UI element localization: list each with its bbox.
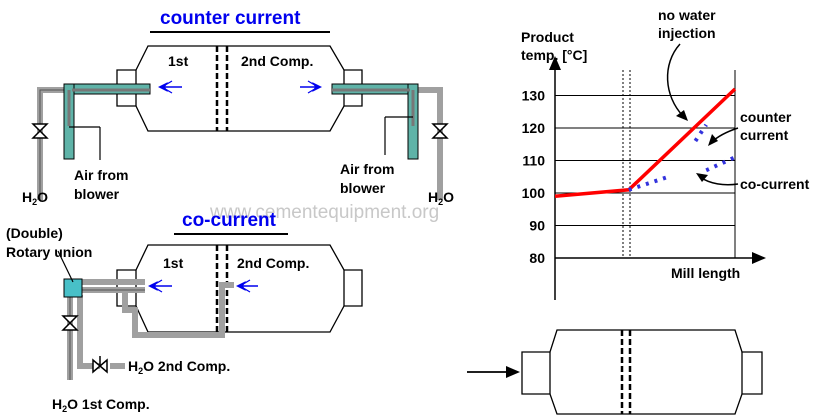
mill-body-counter	[116, 45, 363, 132]
air-blower-left-2: blower	[74, 186, 120, 202]
rotary-union	[63, 278, 83, 298]
h2o-left-label: H2O	[22, 189, 48, 207]
air-arrow-right	[300, 80, 322, 94]
y-tick-label: 120	[522, 120, 546, 136]
annotation-arrow-cocurrent	[696, 173, 739, 186]
air-blower-right-1: Air from	[340, 161, 394, 177]
series-line-co-current	[705, 155, 736, 173]
valve-1st-comp	[61, 315, 79, 331]
annotation-no-water-1: no water	[658, 7, 716, 23]
h2o-1st-comp-label: H2O 1st Comp.	[52, 396, 150, 414]
y-tick-label: 100	[522, 185, 546, 201]
comp2-label-co: 2nd Comp.	[237, 255, 309, 271]
annotation-counter-2: current	[740, 127, 789, 143]
annotation-cocurrent: co-current	[740, 176, 810, 192]
valve-right	[431, 123, 449, 139]
comp1-label: 1st	[168, 53, 189, 69]
counter-current-diagram: counter current 1st 2nd Comp. Air from b…	[22, 8, 454, 207]
y-tick-label: 90	[529, 218, 545, 234]
y-tick-labels: 80 90 100 110 120 130	[522, 88, 546, 267]
counter-current-title: counter current	[160, 8, 301, 29]
air-arrow-co-2	[236, 279, 258, 293]
series-line-counter-current	[693, 123, 708, 143]
h2o-2nd-comp-label: H2O 2nd Comp.	[128, 358, 230, 376]
y-tick-label: 130	[522, 88, 546, 104]
mill-body-cocurrent	[116, 244, 363, 333]
air-arrow-left	[158, 80, 182, 94]
series-lines	[554, 87, 737, 199]
rotary-union-label-2: Rotary union	[6, 244, 92, 260]
watermark: www.cementequipment.org	[209, 202, 439, 223]
co-current-title: co-current	[182, 210, 277, 231]
x-axis-arrow	[752, 252, 766, 264]
comp2-label: 2nd Comp.	[241, 53, 313, 69]
series-line-co-current	[628, 174, 670, 192]
leader-rotary-union	[57, 250, 74, 283]
temperature-chart: 80 90 100 110 120 130 Product temp. [°C] Mill…	[467, 7, 810, 415]
valve-left	[31, 123, 49, 139]
annotation-arrow-no-water	[666, 43, 688, 121]
series-line-counter-current	[554, 87, 737, 199]
y-axis-label-2: temp. [°C]	[521, 47, 587, 63]
rotary-union-label-1: (Double)	[6, 225, 63, 241]
annotation-no-water-2: injection	[658, 25, 716, 41]
air-blower-right-2: blower	[340, 180, 386, 196]
annotation-counter-1: counter	[740, 109, 792, 125]
annotation-arrow-counter	[708, 127, 739, 146]
mill-sketch-chart	[521, 329, 763, 415]
comp1-label-co: 1st	[163, 255, 184, 271]
y-axis-arrow	[549, 56, 561, 70]
air-arrow-co-1	[148, 279, 172, 293]
h2o-right-label: H2O	[428, 189, 454, 207]
water-pipe-right	[412, 87, 443, 200]
y-tick-label: 110	[522, 153, 545, 169]
y-tick-label: 80	[529, 250, 545, 266]
feed-arrow	[467, 366, 520, 378]
air-blower-left-1: Air from	[74, 167, 128, 183]
y-axis-label-1: Product	[521, 29, 574, 45]
x-axis-label: Mill length	[671, 265, 740, 281]
co-current-diagram: co-current 1st 2nd Comp. (Dou	[6, 210, 363, 414]
